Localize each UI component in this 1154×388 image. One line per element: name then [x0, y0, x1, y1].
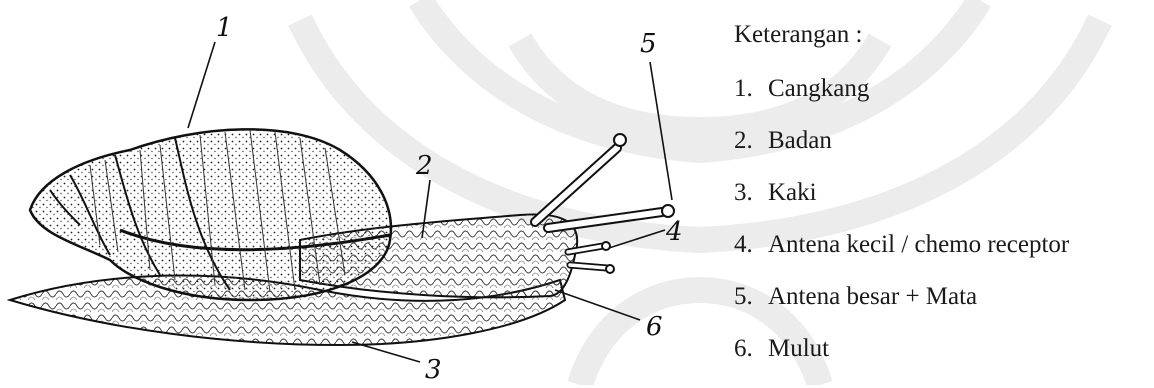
legend-title: Keterangan : [734, 22, 1069, 47]
callout-4: 4 [665, 217, 683, 247]
large-antennae [535, 134, 674, 228]
legend-item-number: 1. [734, 76, 768, 101]
legend-item-mulut: 6.Mulut [734, 336, 1069, 361]
callout-1: 1 [216, 13, 233, 43]
legend-item-antena-kecil: 4.Antena kecil / chemo receptor [734, 232, 1069, 257]
callout-6: 6 [646, 312, 663, 342]
legend-item-label: Antena besar + Mata [768, 283, 977, 310]
legend-item-number: 6. [734, 336, 768, 361]
legend-item-cangkang: 1.Cangkang [734, 76, 1069, 101]
callout-5: 5 [640, 29, 657, 59]
legend-item-label: Kaki [768, 179, 817, 206]
callout-3: 3 [425, 355, 442, 385]
legend-item-label: Mulut [768, 335, 829, 362]
legend-item-number: 2. [734, 128, 768, 153]
callout-2: 2 [415, 151, 433, 181]
legend-item-badan: 2.Badan [734, 128, 1069, 153]
legend-item-number: 4. [734, 232, 768, 257]
shell [30, 129, 391, 300]
legend-item-label: Badan [768, 127, 832, 154]
legend: Keterangan : 1.Cangkang 2.Badan 3.Kaki 4… [734, 22, 1069, 388]
legend-item-label: Cangkang [768, 75, 869, 102]
legend-item-kaki: 3.Kaki [734, 180, 1069, 205]
legend-item-label: Antena kecil / chemo receptor [768, 231, 1069, 258]
legend-item-number: 5. [734, 284, 768, 309]
legend-item-number: 3. [734, 180, 768, 205]
legend-item-antena-besar: 5.Antena besar + Mata [734, 284, 1069, 309]
